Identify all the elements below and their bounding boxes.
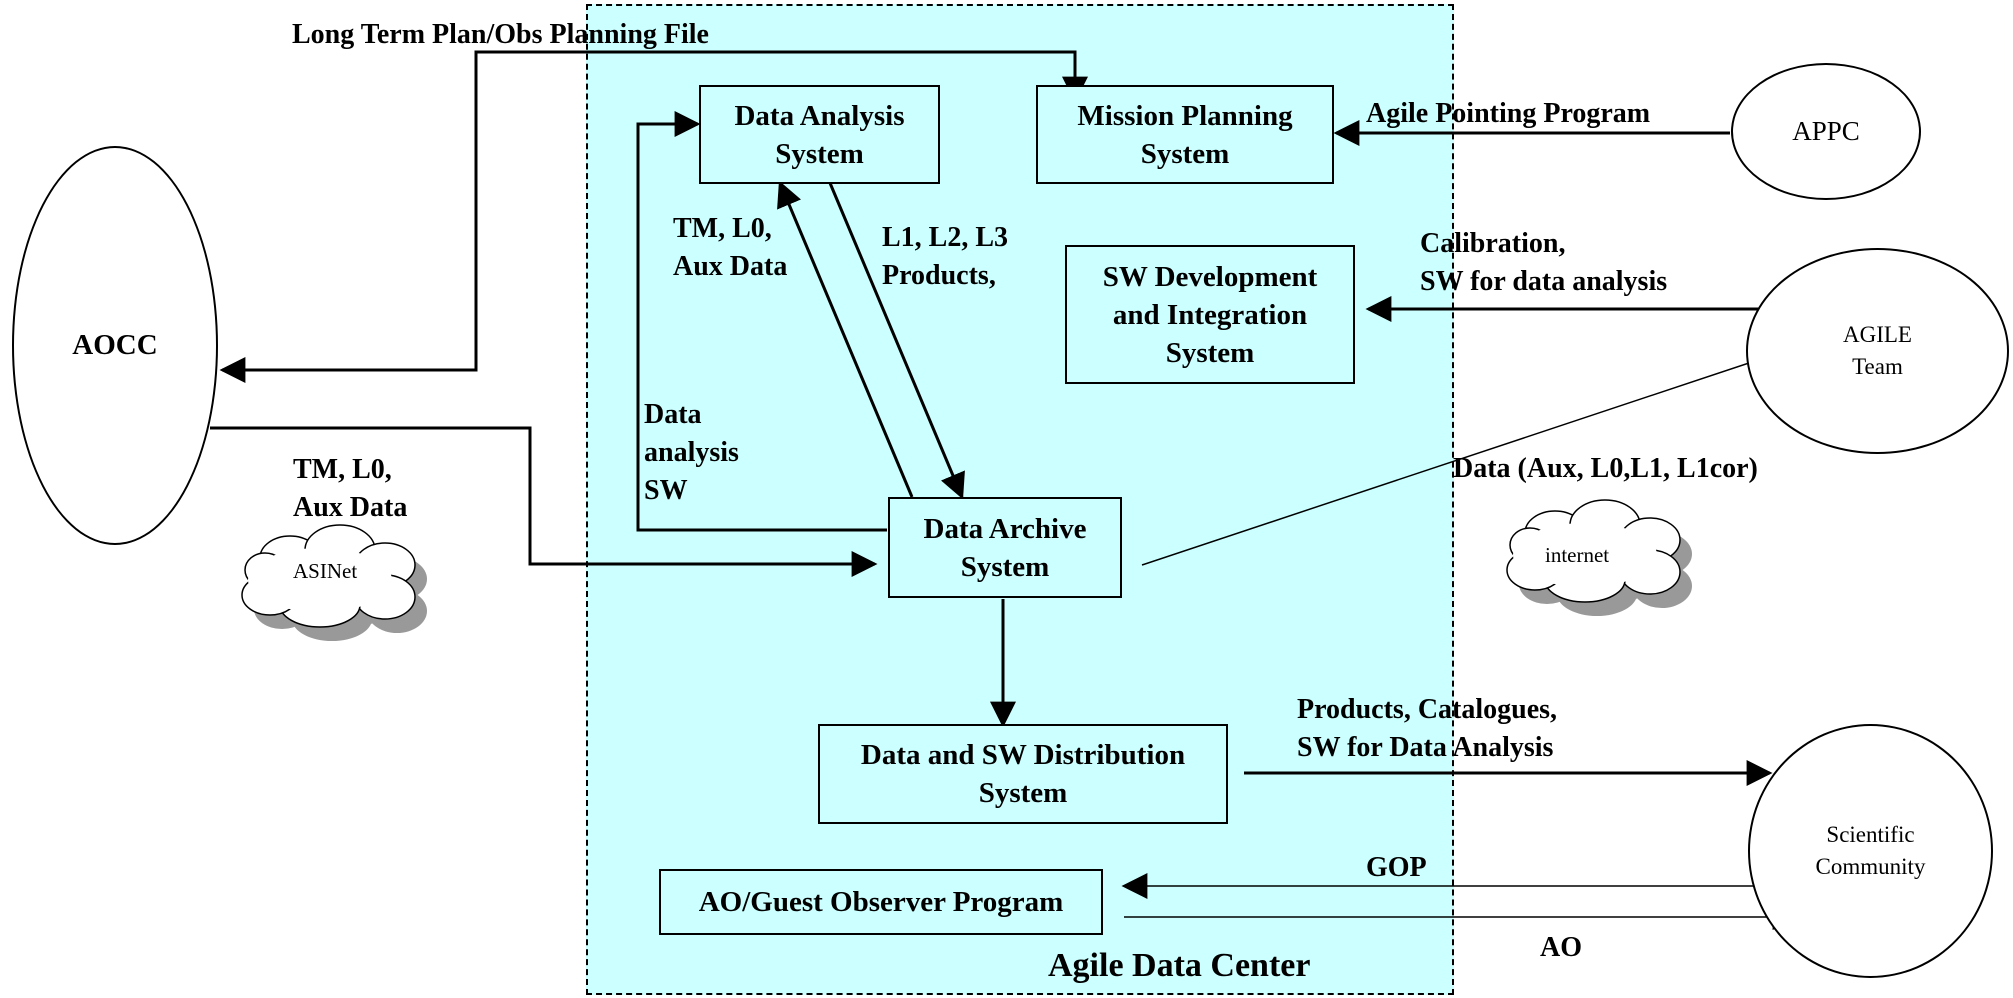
tm-l0-aux-left-label: TM, L0, Aux Data xyxy=(293,454,408,523)
mission-planning-system-box: Mission Planning System xyxy=(1036,85,1334,184)
analysis-sw-loop-arrow xyxy=(636,111,887,532)
data-analysis-system-box: Data Analysis System xyxy=(699,85,940,184)
scientific-community-entity: Scientific Community xyxy=(1748,724,1993,978)
products-catalogues-label: Products, Catalogues, SW for Data Analys… xyxy=(1297,694,1558,763)
aocc-entity: AOCC xyxy=(12,146,218,545)
asinet-cloud-icon xyxy=(241,524,427,641)
aocc-to-archive-arrow xyxy=(210,426,878,577)
asinet-label: ASINet xyxy=(293,559,358,583)
ao-label: AO xyxy=(1540,932,1582,963)
calibration-label: Calibration, SW for data analysis xyxy=(1420,228,1668,297)
archive-to-analysis-arrow xyxy=(777,180,914,498)
internet-cloud-icon xyxy=(1506,499,1692,616)
appc-entity: APPC xyxy=(1731,63,1921,200)
tm-l0-aux-inner-label: TM, L0, Aux Data xyxy=(673,213,788,282)
agile-data-center-title: Agile Data Center xyxy=(1048,947,1311,984)
data-analysis-system-label: Data Analysis System xyxy=(734,99,905,170)
data-archive-system-box: Data Archive System xyxy=(888,497,1122,598)
distribution-system-box: Data and SW Distribution System xyxy=(818,724,1228,824)
appc-label: APPC xyxy=(1792,116,1860,146)
agile-team-label: AGILE Team xyxy=(1843,322,1912,379)
ao-guest-observer-label: AO/Guest Observer Program xyxy=(698,886,1064,918)
long-term-plan-arrow xyxy=(219,50,1077,383)
mission-planning-system-label: Mission Planning System xyxy=(1077,99,1293,170)
sw-development-system-box: SW Development and Integration System xyxy=(1065,245,1355,384)
agile-pointing-label: Agile Pointing Program xyxy=(1366,98,1651,129)
internet-label: internet xyxy=(1545,543,1610,567)
sw-development-system-label: SW Development and Integration System xyxy=(1102,260,1318,369)
ao-guest-observer-box: AO/Guest Observer Program xyxy=(659,869,1103,935)
analysis-to-archive-arrow xyxy=(828,182,965,500)
data-archive-system-label: Data Archive System xyxy=(923,512,1087,583)
gop-label: GOP xyxy=(1366,852,1427,883)
l1-l2-l3-label: L1, L2, L3 Products, xyxy=(882,222,1009,291)
archive-to-agile-team-line xyxy=(1141,354,1771,566)
data-aux-label: Data (Aux, L0,L1, L1cor) xyxy=(1453,453,1758,484)
data-analysis-sw-label: Data analysis SW xyxy=(644,399,739,506)
aocc-label: AOCC xyxy=(72,329,158,361)
scientific-community-label: Scientific Community xyxy=(1815,822,1926,879)
distribution-system-label: Data and SW Distribution System xyxy=(860,739,1186,809)
agile-team-entity: AGILE Team xyxy=(1746,248,2009,454)
long-term-plan-label: Long Term Plan/Obs Planning File xyxy=(292,19,709,50)
